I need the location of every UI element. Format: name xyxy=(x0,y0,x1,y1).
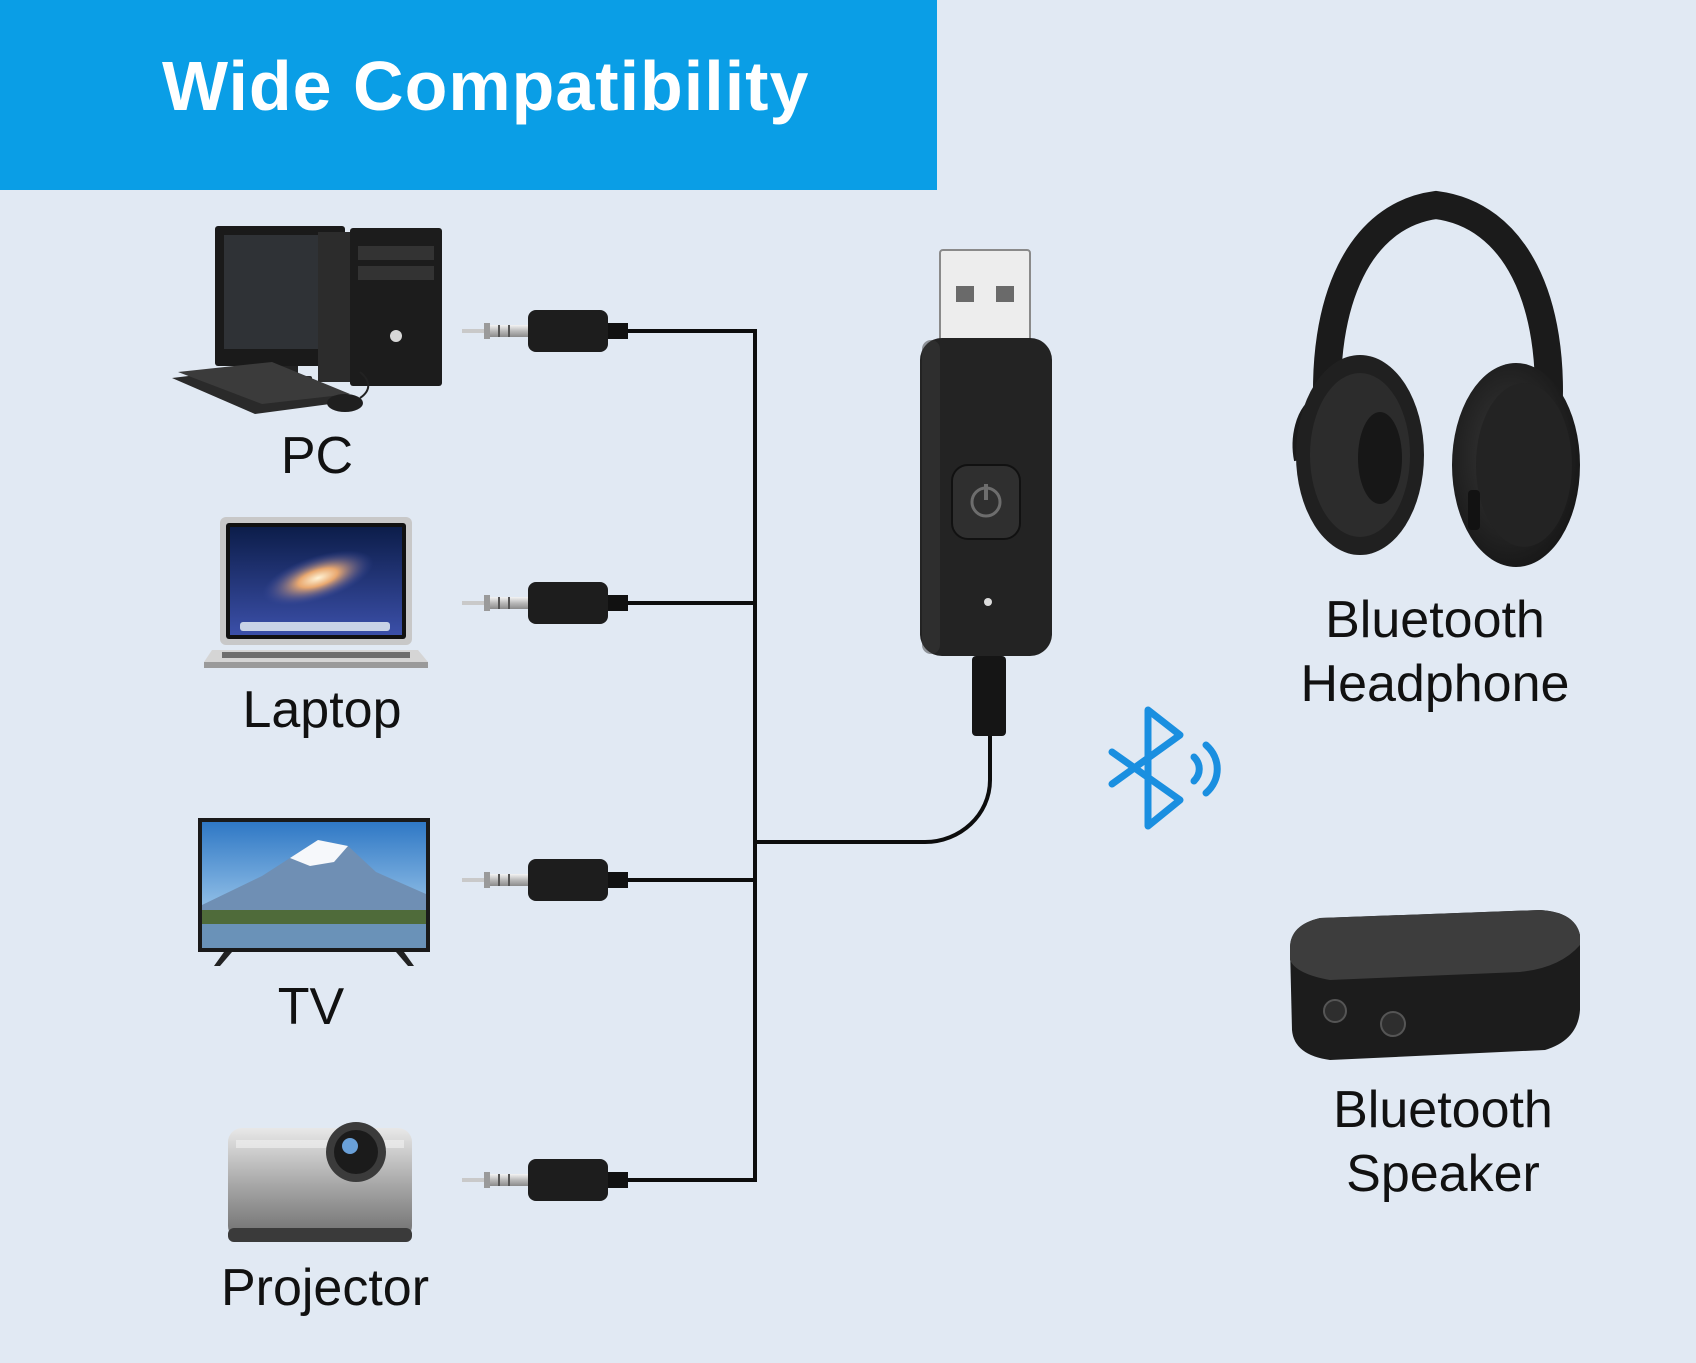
title-banner: Wide Compatibility xyxy=(0,0,937,190)
label-laptop: Laptop xyxy=(242,681,402,739)
label-headphone: Bluetooth Headphone xyxy=(1270,588,1600,716)
cable-lines xyxy=(600,329,992,1182)
desktop-pc-icon xyxy=(172,226,442,414)
label-speaker-line1: Bluetooth xyxy=(1333,1081,1553,1139)
bluetooth-icon xyxy=(1108,706,1221,830)
projector-icon xyxy=(228,1122,412,1242)
laptop-icon xyxy=(204,517,428,668)
audio-jack-pc xyxy=(462,310,628,352)
label-headphone-line1: Bluetooth xyxy=(1325,591,1545,649)
label-pc: PC xyxy=(280,427,354,485)
headphone-icon xyxy=(1292,190,1580,567)
label-headphone-line2: Headphone xyxy=(1300,655,1570,713)
audio-jack-tv xyxy=(462,859,628,901)
audio-jack-laptop xyxy=(462,582,628,624)
label-speaker-line2: Speaker xyxy=(1346,1145,1540,1203)
speaker-icon xyxy=(1290,910,1580,1060)
label-tv: TV xyxy=(277,978,345,1036)
audio-jack-projector xyxy=(462,1159,628,1201)
tv-icon xyxy=(198,818,430,966)
label-projector: Projector xyxy=(220,1259,430,1317)
label-speaker: Bluetooth Speaker xyxy=(1288,1078,1598,1206)
usb-bluetooth-adapter-icon xyxy=(920,249,1052,736)
banner-title: Wide Compatibility xyxy=(162,47,810,125)
